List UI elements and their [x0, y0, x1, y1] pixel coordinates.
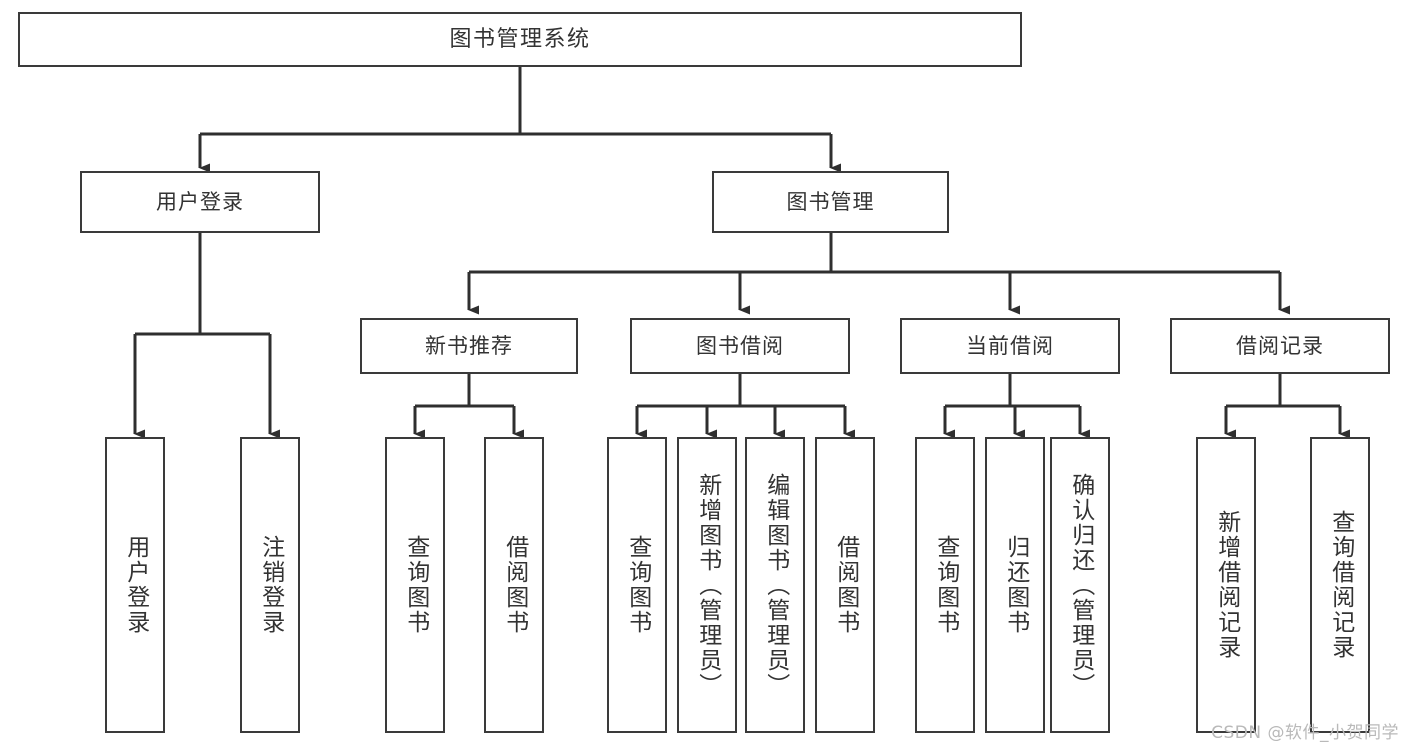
node-root[interactable]: 图书管理系统 [18, 12, 1022, 67]
leaf-current-return-book[interactable]: 归还图书 [985, 437, 1045, 733]
node-root-label: 图书管理系统 [449, 26, 591, 52]
leaf-borrow-edit-book-admin[interactable]: 编辑图书（管理员） [745, 437, 805, 733]
leaf-borrow-query-book-label: 查询图书 [624, 535, 651, 635]
leaf-current-return-book-label: 归还图书 [1002, 535, 1029, 635]
leaf-borrow-add-book-admin-label: 新增图书（管理员） [694, 472, 721, 698]
leaf-newbook-query-book-label: 查询图书 [402, 535, 429, 635]
leaf-borrow-edit-book-admin-label: 编辑图书（管理员） [762, 472, 789, 698]
leaf-record-add-record-label: 新增借阅记录 [1213, 510, 1240, 660]
leaf-newbook-borrow-book-label: 借阅图书 [501, 535, 528, 635]
leaf-record-query-record-label: 查询借阅记录 [1327, 510, 1354, 660]
node-borrow-record-label: 借阅记录 [1236, 333, 1324, 358]
leaf-current-query-book[interactable]: 查询图书 [915, 437, 975, 733]
node-new-book-recommend-label: 新书推荐 [425, 333, 513, 358]
node-book-borrow-label: 图书借阅 [696, 333, 784, 358]
node-new-book-recommend[interactable]: 新书推荐 [360, 318, 578, 374]
leaf-newbook-query-book[interactable]: 查询图书 [385, 437, 445, 733]
leaf-record-add-record[interactable]: 新增借阅记录 [1196, 437, 1256, 733]
leaf-user-login[interactable]: 用户登录 [105, 437, 165, 733]
csdn-watermark: CSDN @软件_小贺同学 [1211, 723, 1399, 743]
node-user-login[interactable]: 用户登录 [80, 171, 320, 233]
leaf-user-login-label: 用户登录 [122, 535, 149, 635]
leaf-borrow-query-book[interactable]: 查询图书 [607, 437, 667, 733]
leaf-borrow-borrow-book[interactable]: 借阅图书 [815, 437, 875, 733]
leaf-borrow-add-book-admin[interactable]: 新增图书（管理员） [677, 437, 737, 733]
node-current-borrow[interactable]: 当前借阅 [900, 318, 1120, 374]
node-current-borrow-label: 当前借阅 [966, 333, 1054, 358]
node-book-borrow[interactable]: 图书借阅 [630, 318, 850, 374]
leaf-current-confirm-return-admin-label: 确认归还（管理员） [1067, 472, 1094, 698]
leaf-logout[interactable]: 注销登录 [240, 437, 300, 733]
node-user-login-label: 用户登录 [156, 189, 244, 214]
leaf-current-confirm-return-admin[interactable]: 确认归还（管理员） [1050, 437, 1110, 733]
leaf-record-query-record[interactable]: 查询借阅记录 [1310, 437, 1370, 733]
node-borrow-record[interactable]: 借阅记录 [1170, 318, 1390, 374]
leaf-current-query-book-label: 查询图书 [932, 535, 959, 635]
leaf-newbook-borrow-book[interactable]: 借阅图书 [484, 437, 544, 733]
leaf-borrow-borrow-book-label: 借阅图书 [832, 535, 859, 635]
node-book-management-label: 图书管理 [786, 189, 875, 214]
leaf-logout-label: 注销登录 [257, 535, 284, 635]
node-book-management[interactable]: 图书管理 [712, 171, 949, 233]
